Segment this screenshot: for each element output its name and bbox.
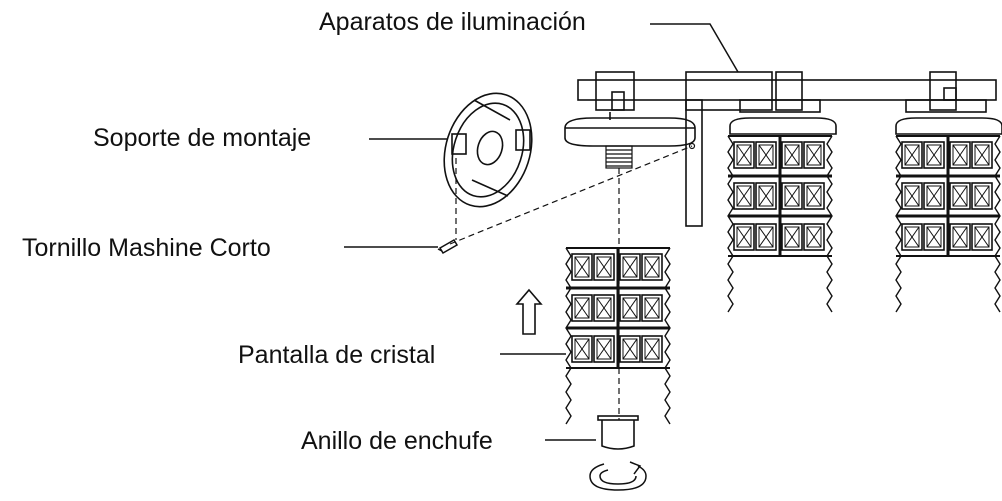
rotate-arrow-icon (589, 461, 647, 491)
mounting-bracket (443, 92, 533, 208)
label-short-machine-screw: Tornillo Mashine Corto (22, 234, 271, 262)
title-leader (650, 23, 739, 73)
label-light-fixture: Aparatos de iluminación (319, 8, 586, 36)
mounted-shade-2 (896, 117, 1002, 312)
short-machine-screw (437, 238, 459, 255)
up-arrow-icon (515, 288, 543, 335)
socket-cup (564, 112, 696, 147)
label-mounting-bracket: Soporte de montaje (93, 124, 312, 152)
label-crystal-shade: Pantalla de cristal (238, 341, 436, 369)
fixture-bar (577, 71, 997, 227)
mounted-shade-1 (728, 117, 837, 312)
socket-ring (597, 415, 639, 450)
crystal-shade (566, 248, 670, 424)
threaded-socket (605, 145, 633, 169)
label-leaders (344, 138, 596, 441)
label-socket-ring: Anillo de enchufe (301, 427, 493, 455)
